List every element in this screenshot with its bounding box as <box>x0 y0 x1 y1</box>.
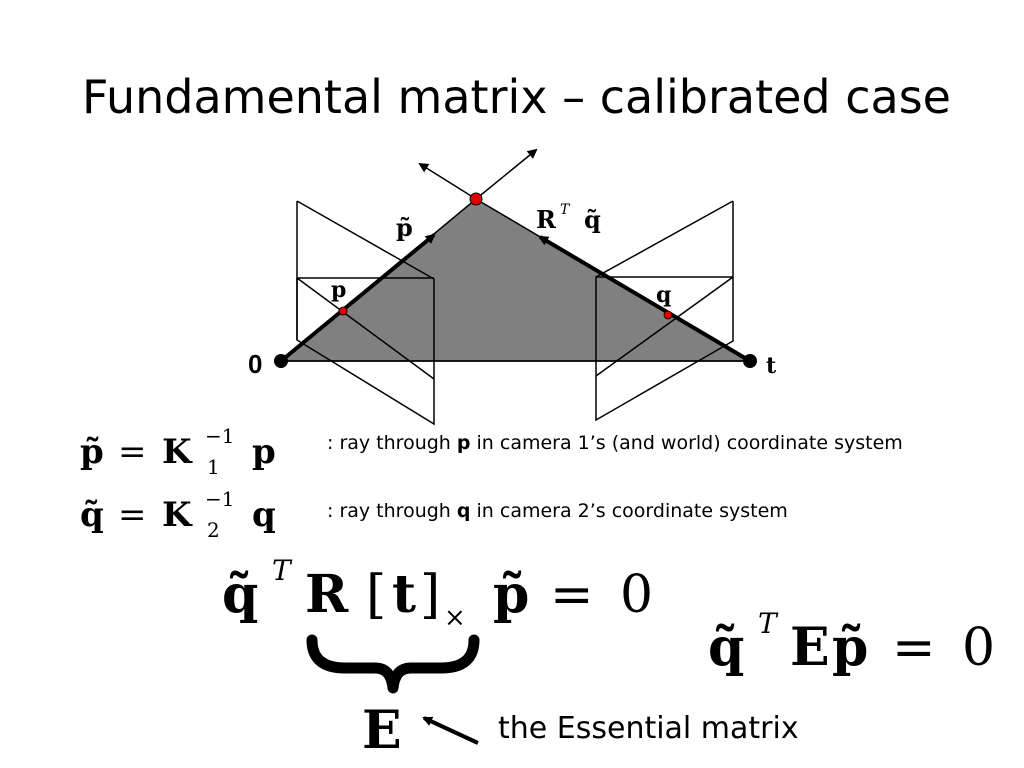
ess-q: q̃ <box>708 617 744 678</box>
main-t-sup: T <box>272 554 293 587</box>
caption1-bold: p <box>456 432 471 454</box>
epipolar-plane-triangle <box>278 198 753 362</box>
ess-t-sup: T <box>758 607 779 640</box>
equation-p-tilde: p̃ = K −1 1 p <box>80 424 276 479</box>
main-t: t <box>392 564 416 625</box>
main-lb: [ <box>366 565 386 625</box>
main-zero: 0 <box>620 565 653 625</box>
ess-zero: 0 <box>962 618 995 678</box>
brace-e-label: E <box>362 700 402 761</box>
camera-center-1 <box>274 354 288 368</box>
eq2-lhs: q̃ <box>80 495 104 535</box>
eq2-rhs: q <box>252 495 276 535</box>
p-tilde-label: p̃ <box>396 213 413 242</box>
main-times: × <box>444 603 466 633</box>
eq1-eq: = <box>118 432 147 472</box>
camera-center-2 <box>743 354 757 368</box>
main-p: p̃ <box>493 564 529 625</box>
caption1-suffix: in camera 1’s (and world) coordinate sys… <box>470 432 903 454</box>
t-label: t <box>766 353 777 379</box>
eq2-k: K <box>162 495 193 535</box>
caption1-prefix: : ray through <box>327 432 457 454</box>
slide-title: Fundamental matrix – calibrated case <box>82 70 951 124</box>
apex-arrow-left <box>418 162 477 200</box>
essential-equation: q̃ T E p̃ = 0 <box>708 607 995 678</box>
rtq-label: R T q̃ <box>536 199 601 234</box>
ess-e: E <box>790 617 830 678</box>
eq1-sub: 1 <box>207 455 220 479</box>
equation-q-tilde: q̃ = K −1 2 q <box>80 487 276 542</box>
caption2-suffix: in camera 2’s coordinate system <box>470 500 788 522</box>
ess-p: p̃ <box>832 617 868 678</box>
eq2-sup: −1 <box>205 487 234 511</box>
main-r: R <box>305 564 349 625</box>
rtq-sup: T <box>560 202 571 218</box>
eq1-rhs: p <box>252 432 276 472</box>
underbrace <box>306 634 480 694</box>
essential-pointer-arrow <box>422 716 479 745</box>
rtq-q: q̃ <box>584 205 601 234</box>
world-point <box>469 192 483 206</box>
main-q: q̃ <box>222 564 258 625</box>
ray-p-tilde <box>279 233 436 363</box>
main-eq: = <box>550 565 594 625</box>
left-image-plane <box>296 200 435 426</box>
essential-matrix-caption: the Essential matrix <box>498 711 799 746</box>
q-label: q <box>656 282 671 308</box>
origin-label: 0 <box>248 349 262 379</box>
apex-arrow-right <box>475 148 538 200</box>
image-point-p <box>338 306 348 316</box>
eq1-k: K <box>162 432 193 472</box>
right-image-plane <box>595 200 734 422</box>
p-label: p <box>331 277 346 303</box>
image-point-q <box>663 310 673 320</box>
ess-eq: = <box>892 618 936 678</box>
eq2-sub: 2 <box>207 518 220 542</box>
epipolar-constraint-equation: q̃ T R [ t ] × p̃ = 0 <box>222 554 653 633</box>
eq1-sup: −1 <box>205 424 234 448</box>
rtq-r: R <box>536 205 557 234</box>
ray-rtq <box>538 235 752 363</box>
eq2-eq: = <box>118 495 147 535</box>
caption-ray-p: : ray through p in camera 1’s (and world… <box>327 432 903 454</box>
caption2-prefix: : ray through <box>327 500 457 522</box>
caption2-bold: q <box>456 500 471 522</box>
main-rb: ] <box>420 565 440 625</box>
eq1-lhs: p̃ <box>80 432 104 472</box>
caption-ray-q: : ray through q in camera 2’s coordinate… <box>327 500 788 522</box>
